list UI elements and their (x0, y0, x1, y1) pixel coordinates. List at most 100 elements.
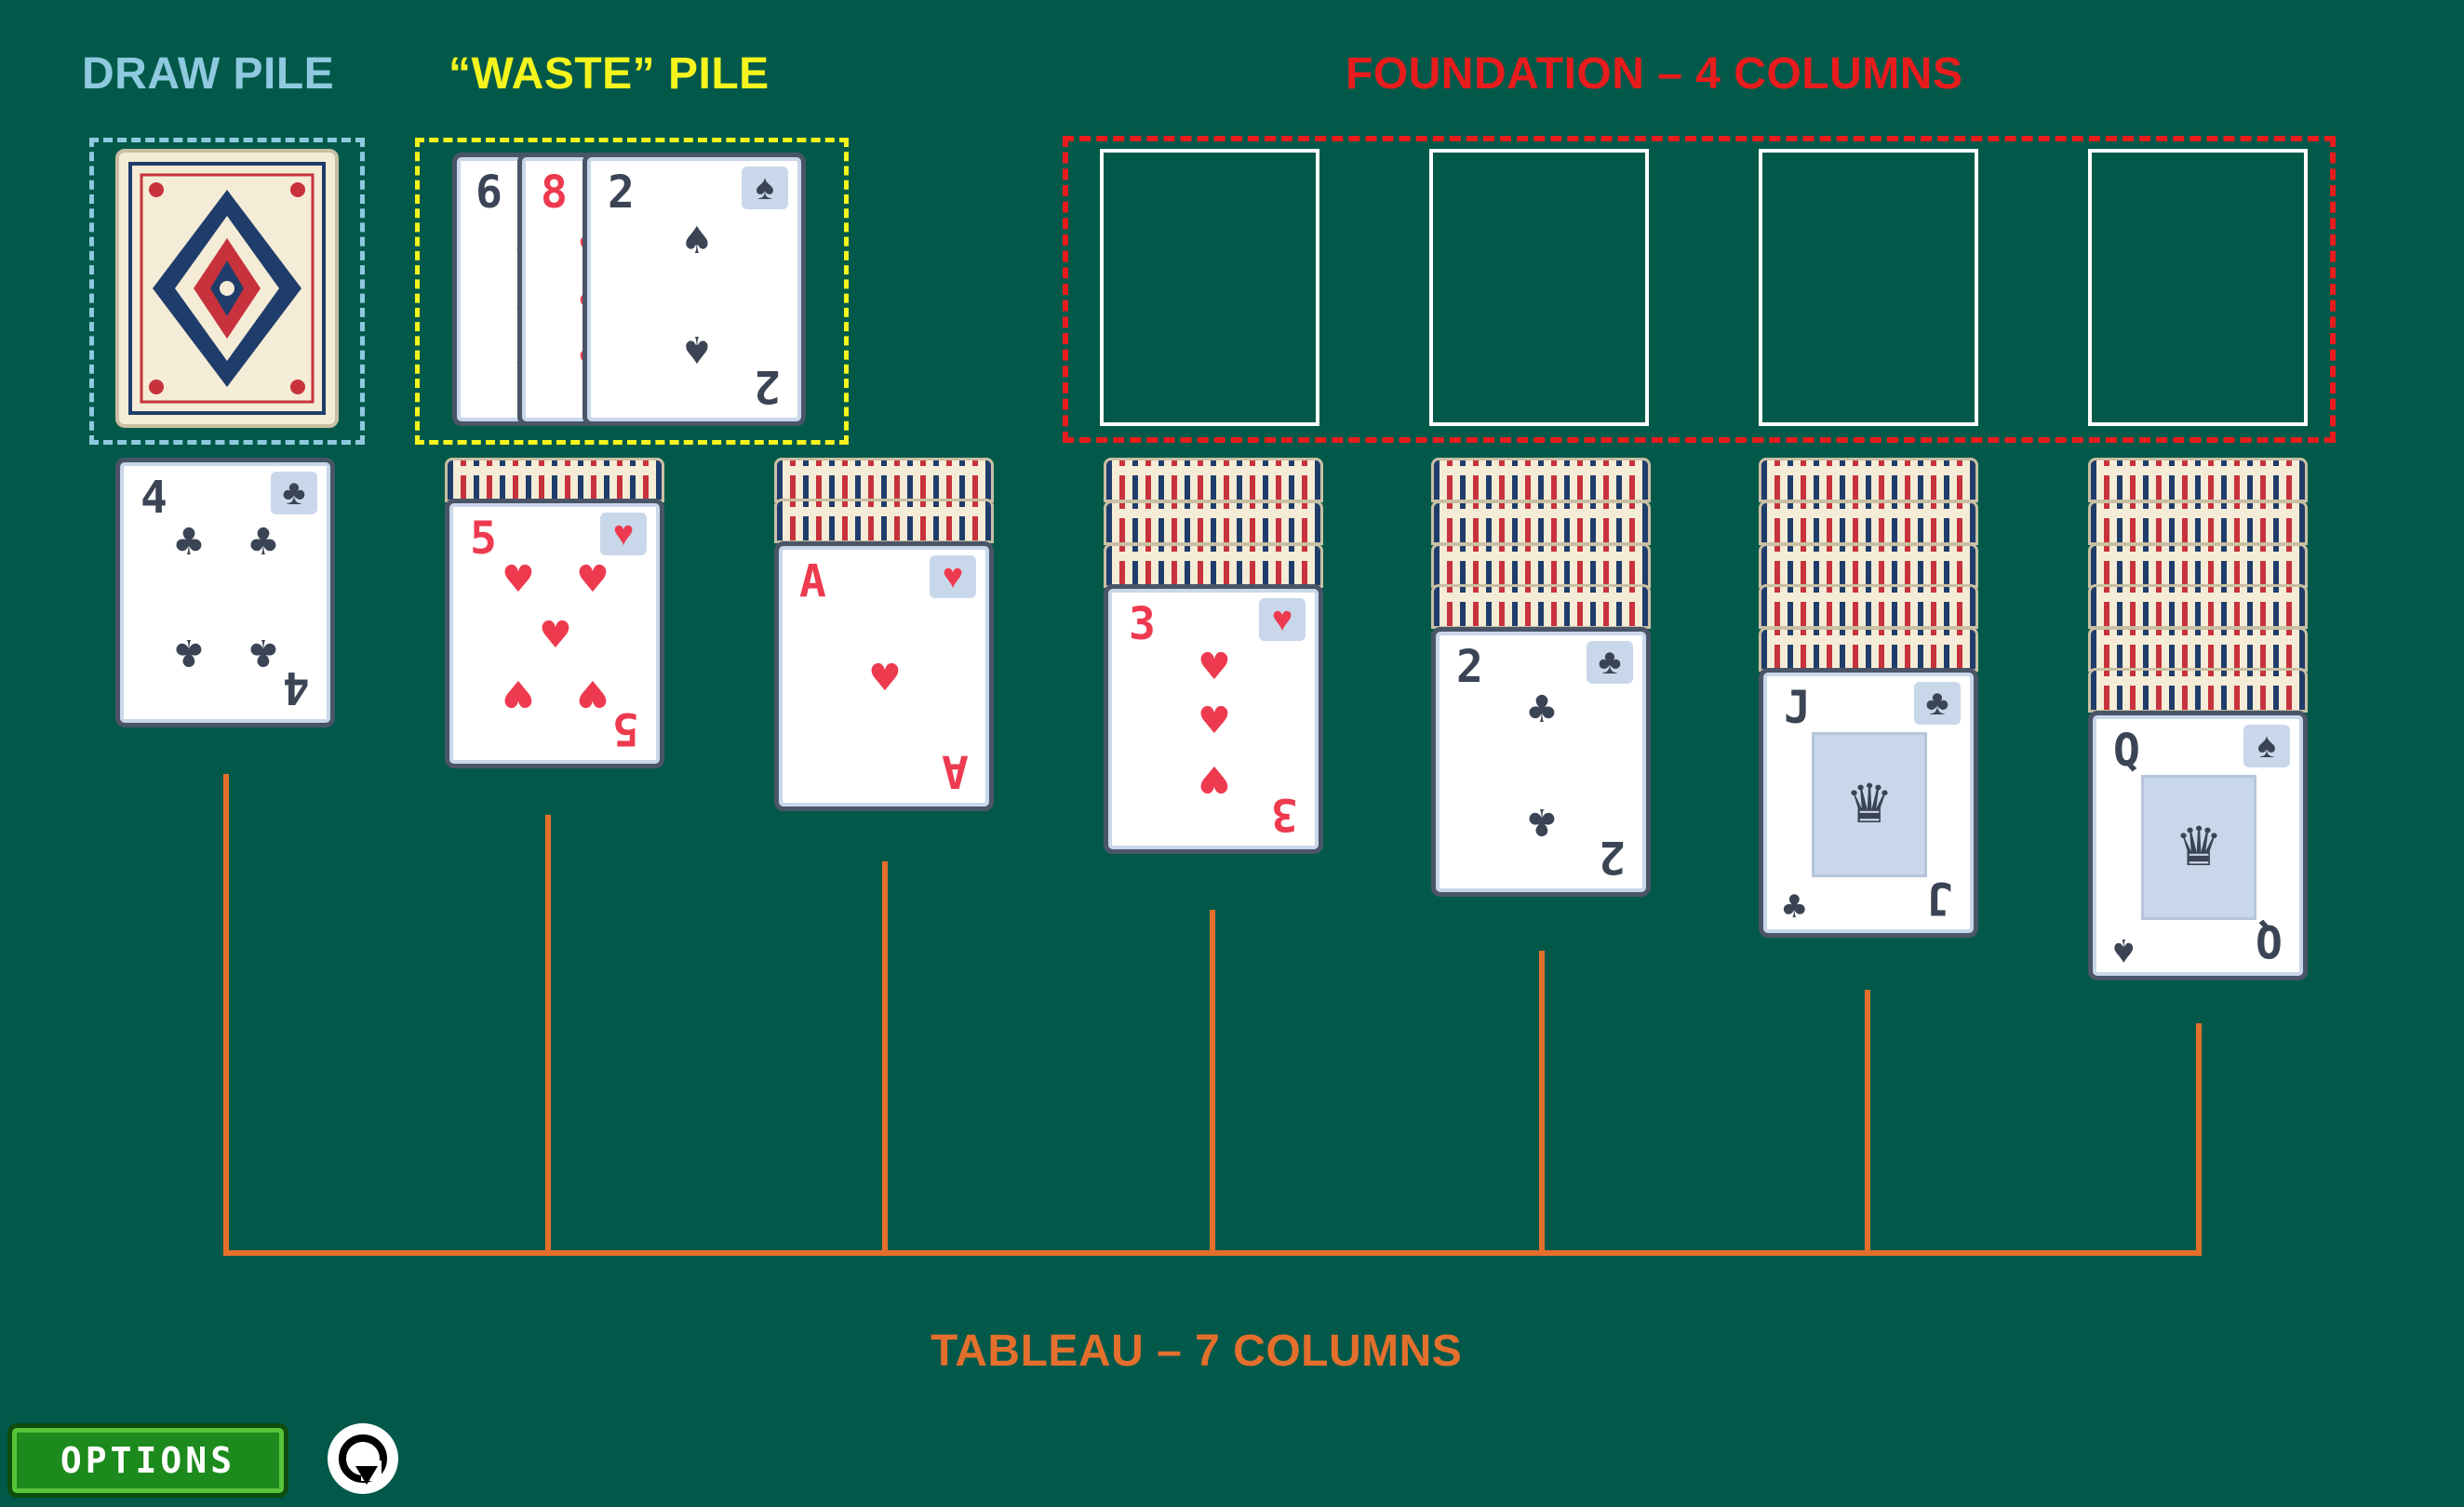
card-rank-bottom: A (942, 745, 969, 797)
heart-icon: ♥ (576, 672, 609, 714)
tableau-4-top-card[interactable]: 3 ♥ ♥ ♥ ♥ 3 (1104, 584, 1323, 854)
card-rank: 2 (608, 167, 635, 219)
card-rank: 6 (475, 167, 502, 219)
card-rank: 2 (1456, 641, 1483, 693)
foundation-slot-3[interactable] (1759, 149, 1978, 426)
tableau-7-hidden-card (2088, 500, 2308, 545)
club-icon: ♣ (1780, 888, 1809, 926)
tableau-7-hidden-card (2088, 543, 2308, 588)
card-rank: 5 (470, 513, 497, 565)
card-rank-bottom: 3 (1271, 788, 1298, 840)
card-rank-bottom: Q (2256, 914, 2283, 967)
tableau-6-hidden-card (1759, 584, 1978, 629)
heart-icon: ♥ (600, 513, 647, 555)
tableau-label: TABLEAU – 7 COLUMNS (931, 1327, 1463, 1376)
refresh-icon[interactable] (324, 1420, 402, 1498)
club-icon: ♣ (247, 521, 280, 564)
tableau-6-top-card[interactable]: J ♣ ♛ ♣ J (1759, 668, 1978, 938)
tableau-bracket-col-7 (2196, 1023, 2202, 1256)
club-icon: ♣ (1914, 682, 1961, 725)
tableau-2-top-card[interactable]: 5 ♥ ♥ ♥ ♥ ♥ ♥ 5 (445, 499, 664, 768)
heart-icon: ♥ (1198, 700, 1231, 742)
club-icon: ♣ (247, 631, 280, 673)
tableau-1-top-card[interactable]: 4 ♣ ♣ ♣ ♣ ♣ 4 (115, 458, 335, 727)
card-rank: 4 (141, 472, 167, 524)
tableau-6-hidden-card (1759, 500, 1978, 545)
tableau-bracket-col-2 (545, 815, 551, 1256)
club-icon: ♣ (1525, 688, 1559, 731)
tableau-7-hidden-card (2088, 458, 2308, 502)
waste-card-top[interactable]: 2 ♠ ♠ ♠ 2 (583, 153, 806, 426)
card-back-pattern (128, 162, 326, 415)
jack-portrait: ♛ (1812, 732, 1927, 877)
card-rank-bottom: 5 (612, 702, 639, 754)
crown-icon: ♛ (1845, 774, 1894, 834)
card-rank: 3 (1129, 598, 1156, 650)
waste-pile-label: “WASTE” PILE (449, 49, 770, 99)
foundation-outline (1063, 136, 2336, 443)
crown-icon: ♛ (2175, 817, 2223, 877)
draw-pile-outline (89, 138, 365, 445)
tableau-3-top-card[interactable]: A ♥ ♥ A (774, 541, 994, 811)
heart-icon: ♥ (539, 614, 572, 657)
tableau-bracket-col-1 (223, 774, 229, 1256)
card-rank: 8 (541, 167, 568, 219)
foundation-label: FOUNDATION – 4 COLUMNS (1346, 49, 1963, 99)
tableau-5-hidden-card (1431, 500, 1651, 545)
club-icon: ♣ (271, 472, 317, 514)
club-icon: ♣ (172, 631, 206, 673)
tableau-7-hidden-card (2088, 668, 2308, 713)
refresh-glyph (328, 1423, 398, 1494)
tableau-bracket-col-5 (1539, 951, 1545, 1256)
tableau-6-hidden-card (1759, 458, 1978, 502)
tableau-6-hidden-card (1759, 543, 1978, 588)
card-rank-bottom: 2 (1599, 831, 1626, 883)
tableau-7-hidden-card (2088, 627, 2308, 672)
tableau-3-hidden-card (774, 499, 994, 543)
heart-icon: ♥ (1198, 646, 1231, 688)
foundation-slot-1[interactable] (1100, 149, 1319, 426)
tableau-4-hidden-card (1104, 458, 1323, 502)
heart-icon: ♥ (1198, 757, 1231, 800)
waste-pile-outline (415, 138, 849, 445)
heart-icon: ♥ (502, 672, 535, 714)
spade-icon: ♠ (742, 167, 788, 209)
draw-pile[interactable] (115, 149, 339, 428)
card-rank-bottom: J (1926, 872, 1953, 924)
tableau-7-top-card[interactable]: Q ♠ ♛ ♠ Q (2088, 711, 2308, 980)
tableau-5-hidden-card (1431, 458, 1651, 502)
club-icon: ♣ (172, 521, 206, 564)
options-button[interactable]: OPTIONS (7, 1423, 288, 1498)
foundation-slot-2[interactable] (1429, 149, 1649, 426)
card-rank: J (1784, 682, 1811, 734)
tableau-4-hidden-card (1104, 543, 1323, 588)
spade-icon: ♠ (2243, 725, 2290, 767)
tableau-bracket-base (223, 1250, 2202, 1256)
heart-icon: ♥ (576, 558, 609, 601)
tableau-bracket-col-3 (882, 861, 888, 1256)
tableau-bracket-col-6 (1865, 990, 1870, 1256)
foundation-slot-4[interactable] (2088, 149, 2308, 426)
tableau-5-top-card[interactable]: 2 ♣ ♣ ♣ 2 (1431, 627, 1651, 897)
tableau-5-hidden-card (1431, 584, 1651, 629)
heart-icon: ♥ (868, 657, 902, 700)
spade-icon: ♠ (680, 327, 714, 370)
tableau-4-hidden-card (1104, 500, 1323, 545)
tableau-2-hidden-card (445, 458, 664, 502)
tableau-5-hidden-card (1431, 543, 1651, 588)
tableau-6-hidden-card (1759, 627, 1978, 672)
heart-icon: ♥ (1259, 598, 1306, 641)
spade-icon: ♠ (680, 220, 714, 262)
tableau-bracket-col-4 (1210, 910, 1215, 1256)
tableau-3-hidden-card (774, 458, 994, 502)
card-rank-bottom: 2 (754, 360, 781, 412)
heart-icon: ♥ (930, 555, 976, 598)
tableau-7-hidden-card (2088, 584, 2308, 629)
queen-portrait: ♛ (2141, 775, 2256, 920)
heart-icon: ♥ (502, 558, 535, 601)
draw-pile-label: DRAW PILE (82, 49, 335, 99)
card-rank: Q (2113, 725, 2140, 777)
club-icon: ♣ (1587, 641, 1633, 684)
club-icon: ♣ (1525, 800, 1559, 843)
spade-icon: ♠ (2109, 931, 2138, 968)
